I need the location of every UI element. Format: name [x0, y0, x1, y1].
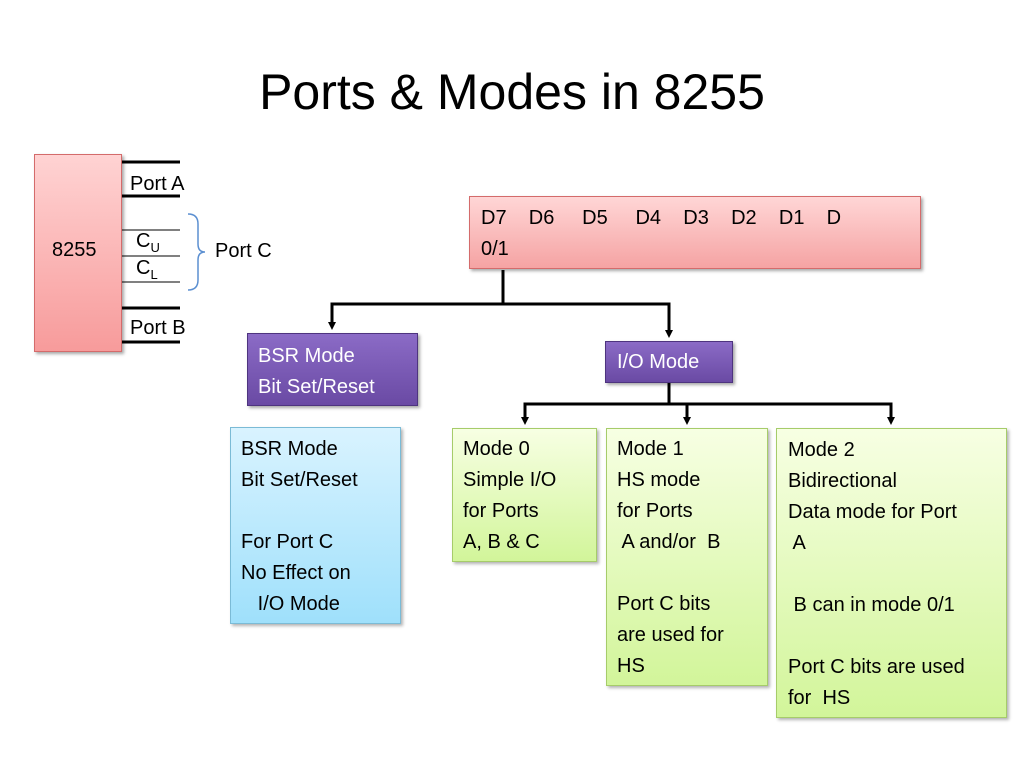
- mode2-line: [788, 559, 995, 590]
- bsr-mode-detail: BSR Mode Bit Set/Reset For Port C No Eff…: [230, 427, 401, 624]
- mode1-line: for Ports: [617, 500, 693, 522]
- port-c-brace: [187, 213, 206, 291]
- port-a-label: Port A: [130, 173, 185, 195]
- mode1-line: Mode 1: [617, 438, 684, 460]
- cu-label: CU: [136, 230, 160, 255]
- bsr-detail-line: I/O Mode: [241, 593, 340, 615]
- mode1-line: HS mode: [617, 469, 701, 491]
- port-b-label: Port B: [130, 317, 186, 339]
- mode-2-box: Mode 2 Bidirectional Data mode for Port …: [776, 428, 1007, 718]
- mode2-line: A: [788, 532, 806, 554]
- io-mode-header: I/O Mode: [605, 341, 733, 383]
- mode2-line: Bidirectional: [788, 470, 897, 492]
- mode1-line: HS: [617, 655, 645, 677]
- mode2-line: B can in mode 0/1: [788, 594, 955, 616]
- register-bits-line: D7 D6 D5 D4 D3 D2 D1 D: [481, 207, 842, 229]
- bsr-head-line2: Bit Set/Reset: [258, 376, 375, 398]
- mode0-line: Mode 0: [463, 438, 530, 460]
- mode0-branch: [521, 402, 669, 425]
- chip-8255: [34, 154, 122, 352]
- mode2-branch: [687, 402, 895, 425]
- bsr-detail-line: Bit Set/Reset: [241, 469, 358, 491]
- mode2-line: Mode 2: [788, 439, 855, 461]
- mode2-line: for HS: [788, 687, 851, 709]
- mode0-line: Simple I/O: [463, 469, 557, 491]
- bsr-detail-line: No Effect on: [241, 562, 351, 584]
- mode0-line: A, B & C: [463, 531, 540, 553]
- io-head-label: I/O Mode: [617, 351, 700, 373]
- mode-0-box: Mode 0 Simple I/O for Ports A, B & C: [452, 428, 597, 562]
- bsr-detail-line: [241, 496, 390, 527]
- bsr-branch: [328, 302, 503, 330]
- page-title: Ports & Modes in 8255: [259, 64, 765, 120]
- mode-1-box: Mode 1 HS mode for Ports A and/or B Port…: [606, 428, 768, 686]
- bsr-head-line1: BSR Mode: [258, 345, 355, 367]
- mode0-line: for Ports: [463, 500, 539, 522]
- mode1-line: A and/or B: [617, 531, 721, 553]
- bsr-mode-header: BSR Mode Bit Set/Reset: [247, 333, 418, 406]
- port-c-label: Port C: [215, 240, 272, 262]
- control-word-register: D7 D6 D5 D4 D3 D2 D1 D 0/1: [469, 196, 921, 269]
- cl-label: CL: [136, 257, 158, 282]
- mode1-line: Port C bits: [617, 593, 711, 615]
- mode2-line: Port C bits are used: [788, 656, 965, 678]
- mode1-line: are used for: [617, 624, 724, 646]
- mode1-branch: [669, 402, 691, 425]
- mode2-line: [788, 621, 995, 652]
- mode2-line: Data mode for Port: [788, 501, 957, 523]
- mode1-line: [617, 558, 757, 589]
- bsr-detail-line: BSR Mode: [241, 438, 338, 460]
- chip-label: 8255: [52, 239, 97, 261]
- io-branch: [503, 302, 673, 338]
- register-value-line: 0/1: [481, 238, 509, 260]
- bsr-detail-line: For Port C: [241, 531, 334, 553]
